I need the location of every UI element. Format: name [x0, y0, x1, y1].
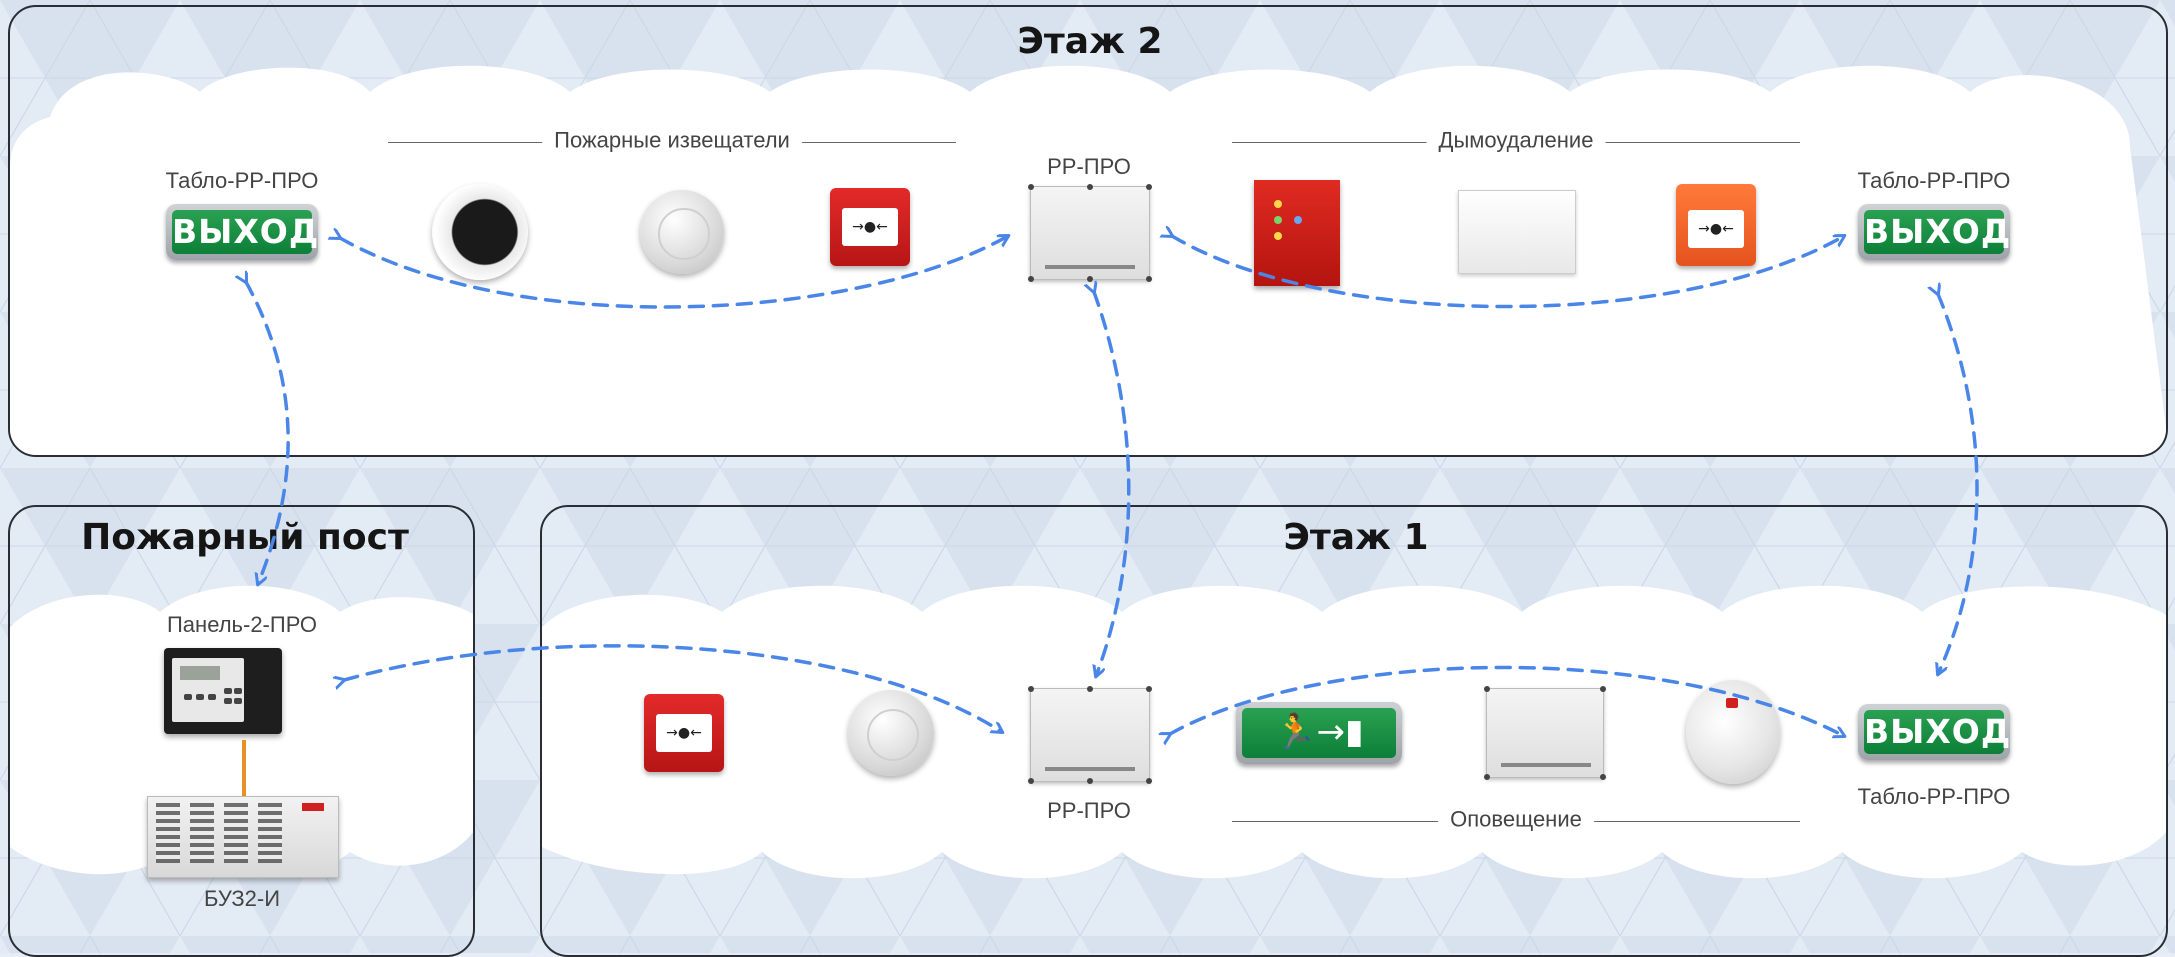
manual-call-point-icon: →●←: [1676, 184, 1756, 266]
control-cabinet-icon: [1254, 180, 1340, 286]
floor-2-title: Этаж 2: [1017, 21, 1163, 62]
rp-f1-label: РР-ПРО: [1047, 798, 1131, 823]
control-panel-icon: [164, 648, 282, 734]
rp-f2-label: РР-ПРО: [1047, 154, 1131, 179]
exit-sign-text: ВЫХОД: [1864, 710, 2010, 754]
tablo-f1-label: Табло-РР-ПРО: [1857, 784, 2011, 809]
connection-wire: [242, 740, 246, 798]
floor-1-title: Этаж 1: [1283, 517, 1429, 558]
manual-call-point-icon: →●←: [830, 188, 910, 266]
panel2-label: Панель-2-ПРО: [166, 612, 318, 637]
smoke-removal-label: Дымоудаление: [1426, 127, 1606, 154]
exit-sign-icon: ВЫХОД: [166, 204, 318, 260]
tablo-f2-left-label: Табло-РР-ПРО: [165, 168, 319, 193]
exit-sign-text: ВЫХОД: [172, 210, 318, 254]
module-box-icon: [1484, 686, 1606, 780]
fire-detectors-label: Пожарные извещатели: [542, 127, 802, 154]
exit-sign-icon: ВЫХОД: [1858, 704, 2010, 760]
module-box-icon: [1458, 190, 1576, 274]
smoke-detector-icon: [640, 190, 724, 274]
exit-sign-text: ВЫХОД: [1864, 210, 2010, 254]
tablo-f2-right-label: Табло-РР-ПРО: [1857, 168, 2011, 193]
evacuation-sign-icon: 🏃→▮: [1236, 702, 1402, 764]
beam-detector-icon: [432, 184, 528, 280]
manual-call-point-icon: →●←: [644, 694, 724, 772]
evacuation-sign-glyph: 🏃→▮: [1242, 708, 1396, 758]
controller-box-icon: [1028, 686, 1152, 784]
controller-box-icon: [1028, 184, 1152, 282]
exit-sign-icon: ВЫХОД: [1858, 204, 2010, 260]
fire-post-title: Пожарный пост: [81, 517, 409, 558]
smoke-detector-icon: [848, 690, 934, 776]
siren-icon: [1686, 680, 1780, 784]
indicator-block-icon: [147, 796, 339, 878]
buz-label: БУЗ2-И: [203, 886, 281, 911]
alerting-label: Оповещение: [1438, 806, 1594, 833]
